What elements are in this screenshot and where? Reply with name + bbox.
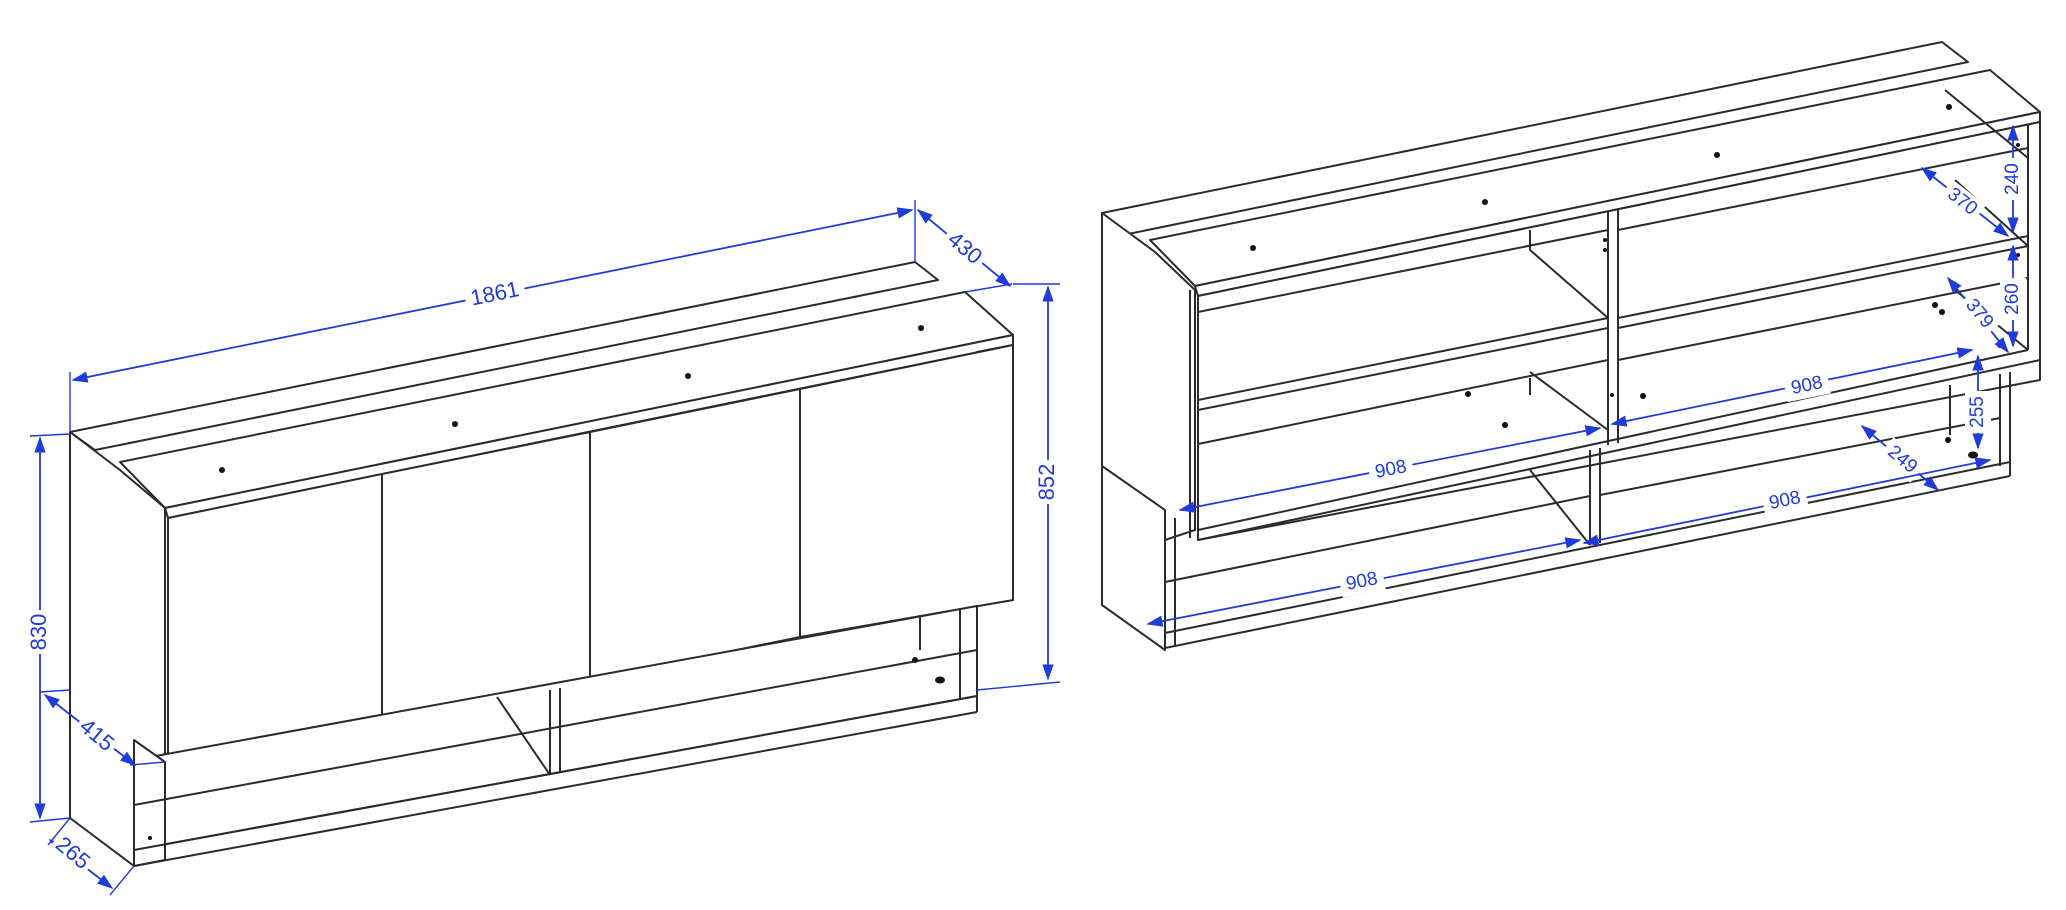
door-3: [589, 388, 801, 681]
dim-body-height-label: 830: [26, 614, 51, 651]
dim-total-height-label: 852: [1034, 464, 1059, 501]
dim-shelf-height-upper-label: 240: [2002, 163, 2023, 195]
sideboard-open-view: [1101, 41, 2041, 651]
right-dimensions: 240 370 260 379 255 249 908 908 908: [1146, 124, 2026, 627]
dim-shelf-height-middle-label: 260: [2002, 283, 2023, 315]
door-4: [799, 344, 1014, 638]
dim-width-label: 1861: [468, 276, 521, 310]
door-2: [381, 431, 591, 723]
dim-shelf-height-lower-label: 255: [1967, 396, 1988, 428]
